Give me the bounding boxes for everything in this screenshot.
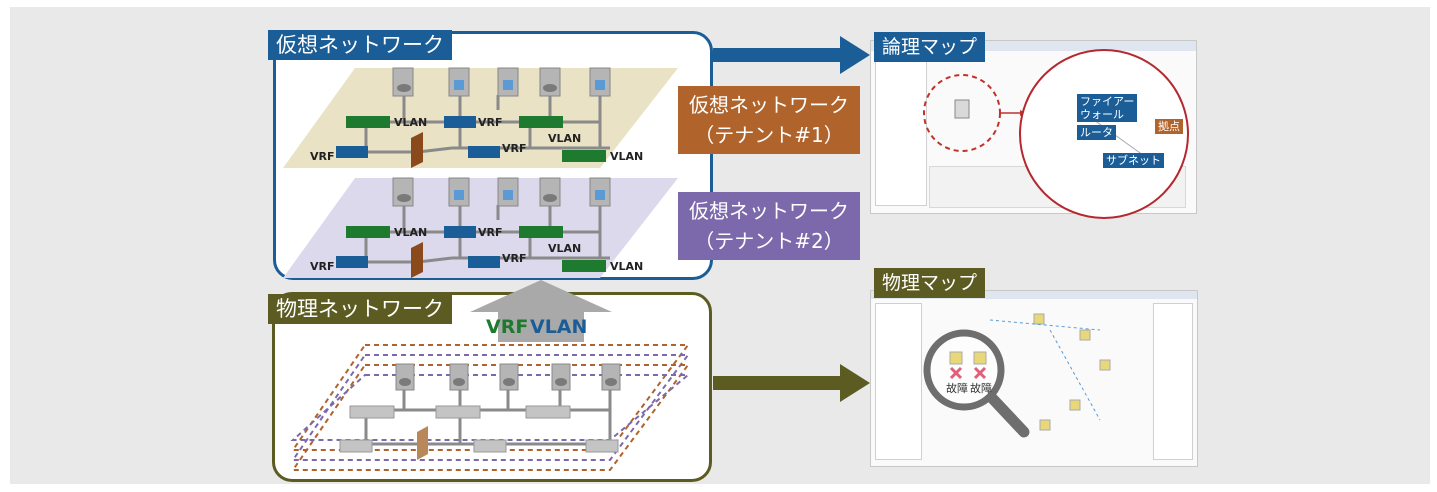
firewall-tag-line1: ファイアー [1080,95,1135,108]
firewall-tag: ファイアー ウォール [1077,94,1138,122]
tenant1-line1: 仮想ネットワーク [689,93,849,117]
router-tag: ルータ [1077,125,1116,140]
tenant2-line1: 仮想ネットワーク [689,199,849,223]
physical-map-title: 物理マップ [874,268,986,298]
physical-network-title: 物理ネットワーク [268,294,452,324]
tenant2-label: 仮想ネットワーク （テナント#2） [678,192,860,260]
tenant1-line2: （テナント#1） [694,123,844,147]
logical-map-screenshot [870,40,1197,214]
firewall-tag-line2: ウォール [1080,108,1124,121]
virtual-network-title: 仮想ネットワーク [268,30,452,60]
physical-map-screenshot [870,290,1198,467]
virtual-network-panel [273,31,713,280]
subnet-tag: サブネット [1103,153,1164,168]
tenant1-label: 仮想ネットワーク （テナント#1） [678,86,860,154]
site-tag: 拠点 [1155,119,1183,134]
logical-map-title: 論理マップ [874,32,986,62]
tenant2-line2: （テナント#2） [694,229,844,253]
